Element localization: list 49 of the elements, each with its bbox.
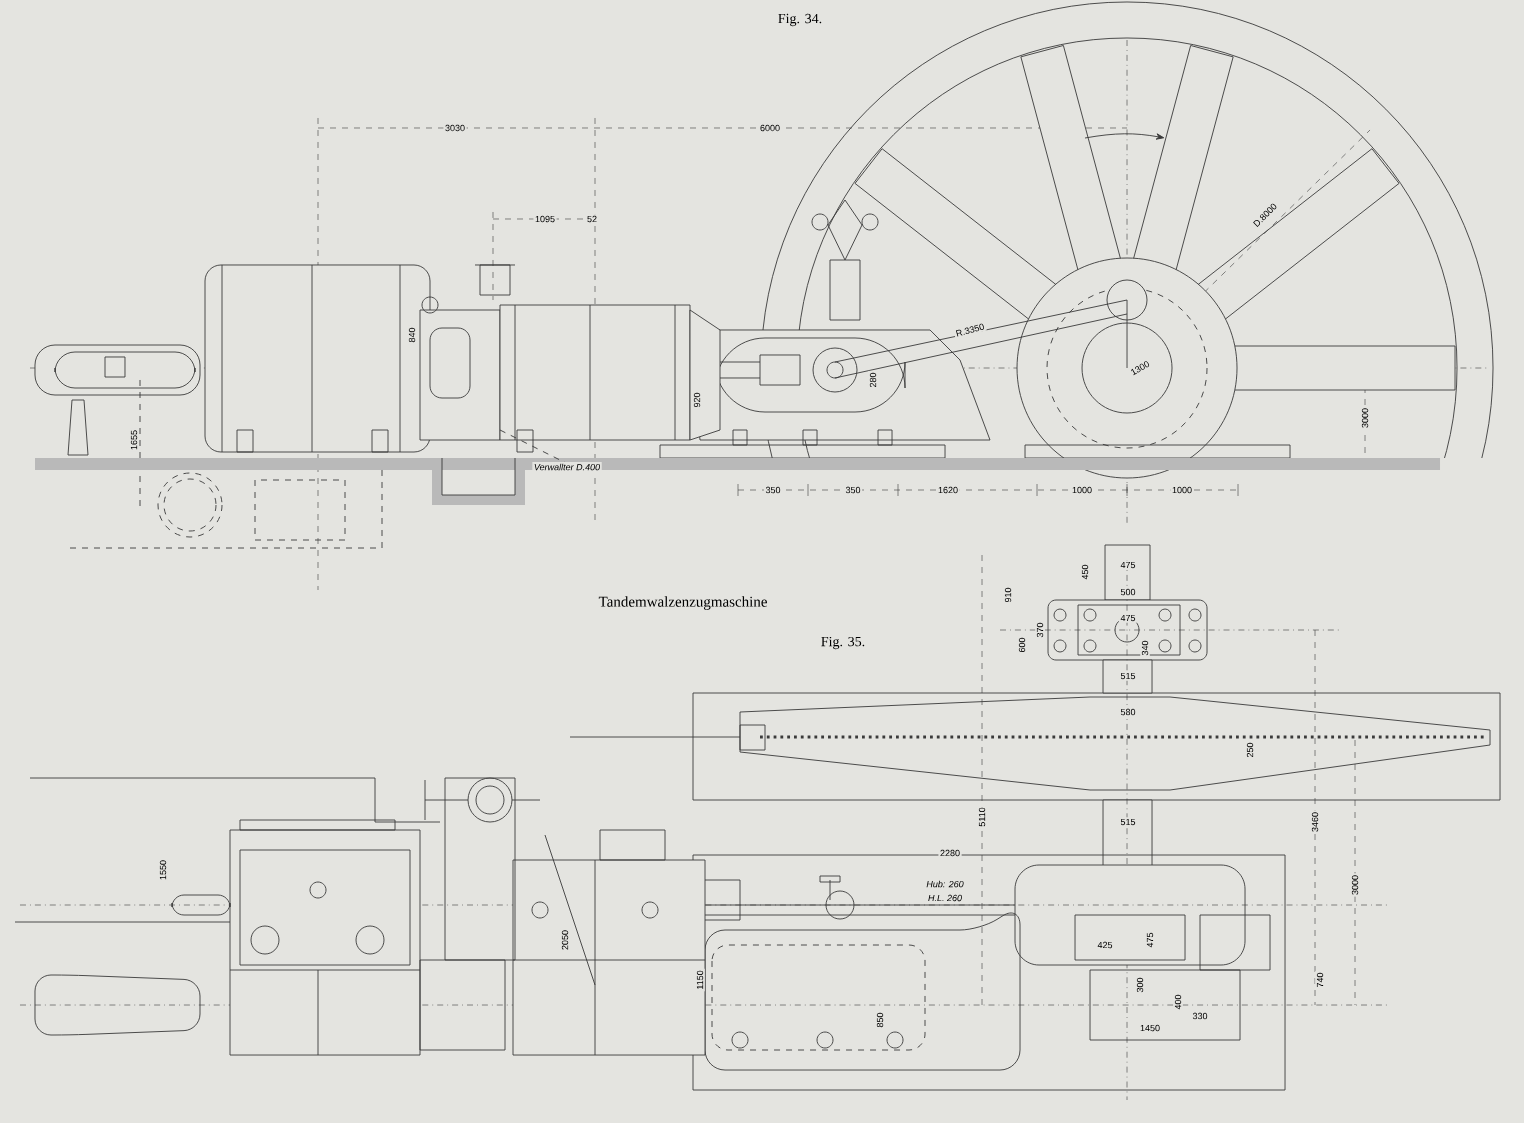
dimension-label: 425 [1095, 940, 1115, 950]
caption: Tandemwalzenzugmaschine [598, 596, 767, 610]
dimension-label: 910 [1003, 585, 1013, 605]
dimension-label: 250 [1245, 740, 1255, 760]
dimension-label: 920 [692, 390, 702, 410]
dimension-label: 450 [1080, 562, 1090, 582]
dimension-label: 350 [843, 485, 863, 495]
dimension-label: 3030 [443, 123, 467, 133]
dimension-label: 350 [763, 485, 783, 495]
dimension-label: 475 [1145, 930, 1155, 950]
dimension-label: 3000 [1350, 873, 1360, 897]
dimension-label: 1620 [936, 485, 960, 495]
dimension-label: 1550 [158, 858, 168, 882]
annotation: Hub: 260 [924, 879, 966, 889]
dimension-label: 850 [875, 1010, 885, 1030]
annotation: H.L. 260 [926, 893, 964, 903]
dimension-label: 370 [1035, 620, 1045, 640]
figure-number: Fig. 34. [778, 13, 822, 27]
dimension-label: 500 [1118, 587, 1138, 597]
dimension-label: 330 [1190, 1011, 1210, 1021]
dimension-label: 280 [868, 370, 878, 390]
dimension-label: 475 [1118, 613, 1138, 623]
dimension-label: 1655 [129, 428, 139, 452]
dimension-label: 1095 [533, 214, 557, 224]
dimension-label: 400 [1173, 992, 1183, 1012]
dimension-label: 3460 [1310, 810, 1320, 834]
dimension-label: 2050 [560, 928, 570, 952]
dimension-label: 1000 [1070, 485, 1094, 495]
dimension-label: 6000 [758, 123, 782, 133]
dimension-label: 1300 [1127, 358, 1153, 378]
dimension-label: 5110 [977, 805, 987, 829]
dimension-label: 475 [1118, 560, 1138, 570]
annotation: Verwallter D.400 [532, 462, 602, 472]
dimension-label: 1000 [1170, 485, 1194, 495]
dimension-label: R.3350 [953, 321, 987, 339]
dimension-label: 580 [1118, 707, 1138, 717]
dimension-label: 515 [1118, 671, 1138, 681]
dimension-label: 1150 [695, 968, 705, 992]
dimension-label: 300 [1135, 975, 1145, 995]
dimension-label: 600 [1017, 635, 1027, 655]
dimension-label: 52 [585, 214, 599, 224]
dimension-label: 740 [1315, 970, 1325, 990]
figure-number: Fig. 35. [821, 636, 865, 650]
dimension-label: 340 [1140, 638, 1150, 658]
dimension-label: 515 [1118, 817, 1138, 827]
dimension-label: 840 [407, 325, 417, 345]
dimension-label: 2280 [938, 848, 962, 858]
dimension-label: 3000 [1360, 406, 1370, 430]
dimension-label: 1450 [1138, 1023, 1162, 1033]
